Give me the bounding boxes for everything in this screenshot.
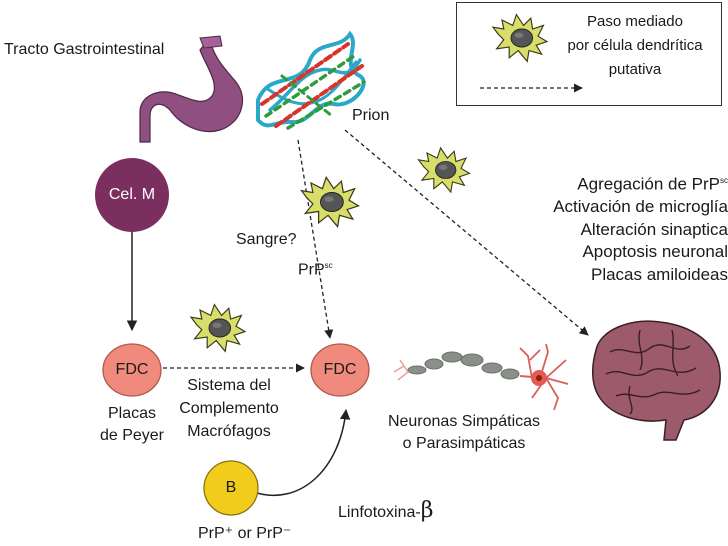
arrows	[126, 83, 589, 497]
effect-item: Activación de microglía	[553, 197, 728, 217]
b-cell-label: B	[225, 479, 237, 496]
complemento-line3: Macrófagos	[187, 423, 271, 440]
arrow-b-to-fdc	[256, 408, 351, 497]
legend-box	[456, 2, 722, 106]
legend-line1: Paso mediado	[587, 13, 683, 30]
stomach-icon	[139, 35, 244, 143]
effect-item: Placas amiloideas	[590, 264, 728, 284]
fdc-center-label: FDC	[323, 361, 357, 378]
prp-sc-label: PrPsc	[298, 261, 333, 279]
prion-icon	[256, 30, 366, 130]
effects-list: Agregación de PrPsc Activación de microg…	[548, 170, 728, 286]
placas-peyer-line2: de Peyer	[99, 427, 165, 444]
sangre-label: Sangre?	[236, 231, 297, 248]
b-prp-label: PrP⁺ or PrP⁻	[198, 525, 292, 542]
placas-peyer-line1: Placas	[107, 405, 157, 422]
linfotoxina-label: Linfotoxina-β	[338, 498, 434, 523]
effect-item: Apoptosis neuronal	[582, 242, 728, 262]
dendritic-cell-icon	[417, 147, 471, 193]
effect-item: Alteración sinaptica	[580, 219, 728, 239]
complemento-line1: Sistema del	[187, 377, 271, 394]
cel-m-cell	[95, 158, 169, 232]
dendritic-cell-icon	[300, 176, 360, 228]
arrow-prion-to-brain	[344, 129, 589, 336]
neuronas-line2: o Parasimpáticas	[402, 435, 526, 452]
fdc-left-cell	[102, 343, 162, 397]
cel-m-label: Cel. M	[108, 186, 156, 203]
fdc-left-label: FDC	[115, 361, 149, 378]
prion-label: Prion	[352, 107, 390, 124]
legend-line3: putativa	[608, 61, 662, 78]
b-cell	[203, 460, 259, 516]
neuron-icon	[393, 343, 569, 411]
legend-line2: por célula dendrítica	[567, 37, 703, 54]
complemento-line2: Complemento	[179, 400, 279, 417]
neuronas-line1: Neuronas Simpáticas	[387, 413, 541, 430]
effect-item: Agregación de PrPsc	[577, 174, 728, 194]
dendritic-cell-icon	[190, 304, 246, 352]
gi-tract-label: Tracto Gastrointestinal	[4, 41, 165, 58]
arrow-prion-to-fdc	[297, 139, 334, 339]
brain-icon	[592, 320, 721, 441]
fdc-center-cell	[310, 343, 370, 397]
